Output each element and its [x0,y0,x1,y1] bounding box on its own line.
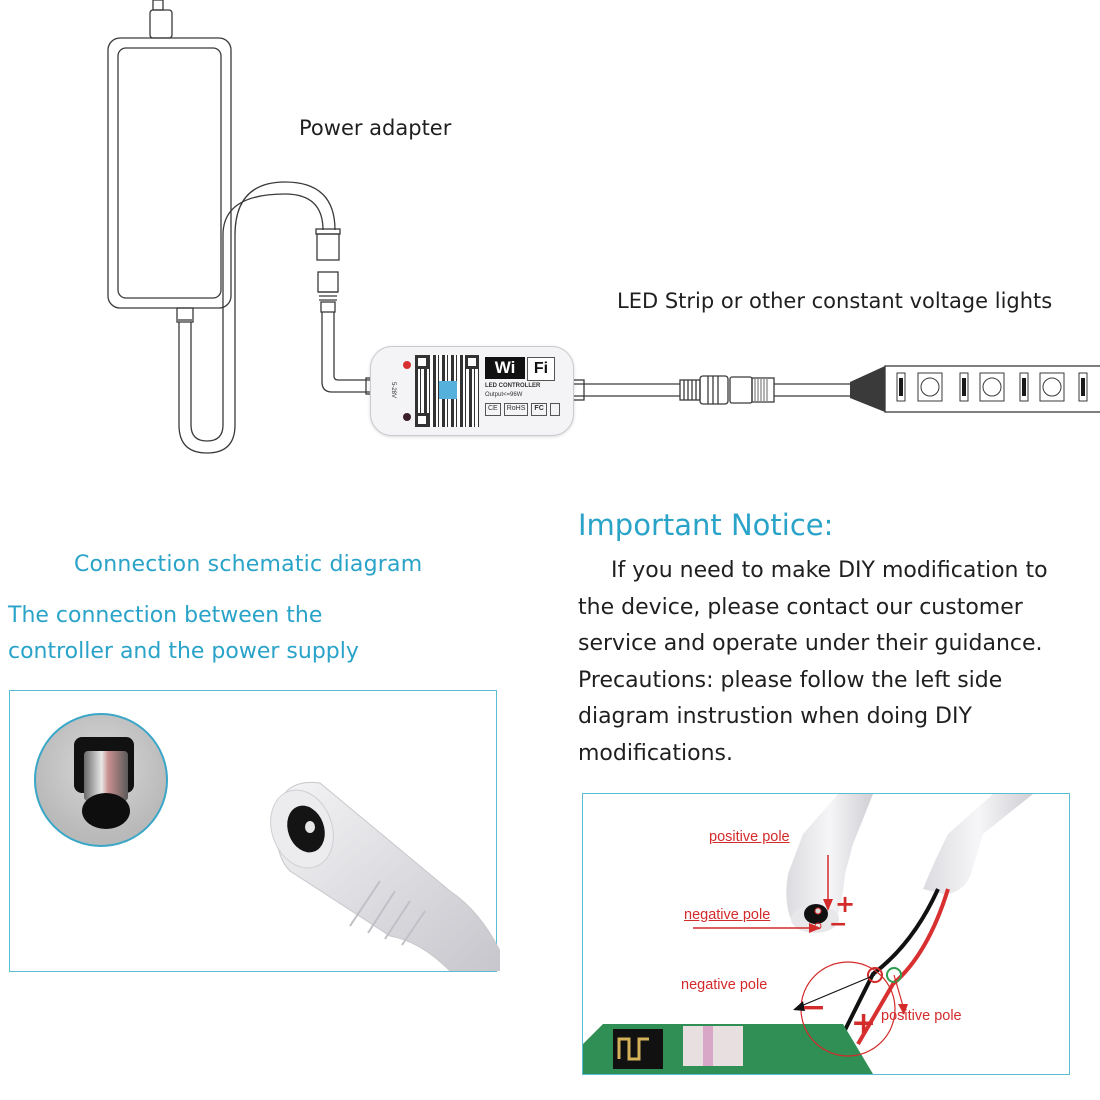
description-line-2: controller and the power supply [8,639,359,664]
schematic-title: Connection schematic diagram [74,552,423,577]
jack-plus-symbol: + [835,890,856,918]
notice-body: If you need to make DIY modification to … [578,553,1100,772]
power-adapter-label: Power adapter [299,116,452,140]
led-strip-label: LED Strip or other constant voltage ligh… [617,289,1053,313]
wifi-led-controller: 5-28V Wi Fi LED CONTROLLER Output<=96W C… [370,346,574,436]
power-led-indicator-icon [403,361,411,369]
wire-positive-pole-label: positive pole [881,1008,962,1024]
weee-bin-icon [549,403,560,416]
voltage-range-label: 5-28V [390,381,397,399]
button-indicator-icon [403,413,411,421]
certification-marks: CE RoHS FC [485,403,560,416]
pcb-minus-symbol: − [801,990,827,1025]
rohs-mark: RoHS [503,403,529,416]
connection-description: The connection between the controller an… [8,598,359,670]
male-plug-inset [34,713,168,847]
notice-line-1: If you need to make DIY modification to [611,558,1048,583]
qr-code-icon [415,355,479,427]
fcc-mark: FC [531,403,547,416]
jack-positive-pole-label: positive pole [709,829,790,845]
notice-line-3: service and operate under their guidance… [578,631,1043,656]
notice-title: Important Notice: [578,508,834,542]
notice-line-6: modifications. [578,740,733,766]
wifi-brand-fi: Fi [527,357,555,381]
ce-mark: CE [485,403,501,416]
dc-connector-photo [9,690,500,972]
led-strip [850,365,1100,413]
wire-negative-pole-label: negative pole [681,977,768,993]
notice-line-5: diagram instrustion when doing DIY [578,704,972,729]
notice-line-2: the device, please contact our customer [578,594,1023,620]
controller-output: Output<=96W [485,392,523,398]
female-dc-jack [270,781,500,971]
wifi-brand-wi: Wi [485,357,525,379]
app-logo-icon [439,381,457,399]
jack-minus-symbol: − [829,912,848,937]
connection-line-art [107,0,1100,454]
notice-line-4: Precautions: please follow the left side [578,667,1003,693]
pcb-plus-symbol: + [851,1006,877,1041]
controller-model: LED CONTROLLER [485,383,541,389]
polarity-photo: positive pole negative pole negative pol… [582,793,1070,1075]
description-line-1: The connection between the [8,603,323,628]
polarity-illustration [583,794,1033,1074]
jack-negative-pole-label: negative pole [684,907,771,923]
